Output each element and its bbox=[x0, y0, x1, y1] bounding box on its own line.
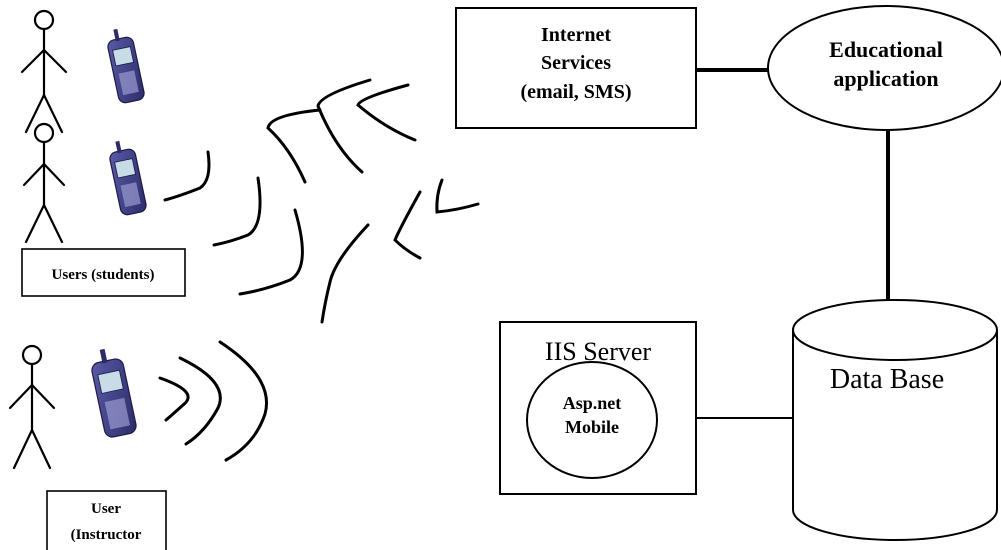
students-label-node: Users (students) bbox=[21, 248, 186, 297]
wave-arc bbox=[163, 150, 211, 202]
student-figure-1 bbox=[20, 9, 68, 134]
wireless-signal-waves-lower bbox=[158, 340, 268, 462]
wave-arc bbox=[435, 178, 480, 214]
instructor-label-node: User (Instructor bbox=[46, 490, 167, 550]
iis-server-node: IIS Server Asp.net Mobile bbox=[499, 321, 697, 495]
wave-arc bbox=[316, 78, 372, 174]
mobile-phone-icon-1 bbox=[107, 28, 145, 104]
wave-arc bbox=[356, 83, 417, 142]
instructor-figure bbox=[8, 344, 56, 470]
internet-services-line2: Services bbox=[541, 52, 611, 74]
instructor-label-line2: (Instructor bbox=[71, 527, 142, 543]
educational-application-node: Educational application bbox=[767, 5, 1001, 131]
students-label-box bbox=[21, 248, 186, 297]
wave-arc bbox=[393, 190, 422, 260]
instructor-label-box bbox=[46, 490, 167, 550]
asp-net-mobile-line2: Mobile bbox=[565, 417, 619, 437]
students-label: Users (students) bbox=[52, 267, 155, 283]
internet-services-node: Internet Services (email, SMS) bbox=[455, 7, 697, 129]
mobile-phone-icon-2 bbox=[109, 140, 147, 216]
internet-services-box bbox=[455, 7, 697, 129]
database-cylinder-top bbox=[792, 299, 998, 361]
internet-services-line1: Internet bbox=[541, 24, 611, 46]
student-figure-2 bbox=[22, 122, 66, 244]
educational-application-ellipse bbox=[767, 5, 1001, 131]
wireless-signal-waves-upper bbox=[163, 78, 480, 324]
internet-services-line3: (email, SMS) bbox=[520, 81, 631, 103]
iis-server-title: IIS Server bbox=[545, 337, 651, 366]
educational-application-line2: application bbox=[833, 66, 938, 91]
database-node: Data Base bbox=[792, 299, 998, 541]
wave-arc bbox=[212, 176, 262, 247]
wave-arc bbox=[178, 356, 222, 446]
wave-arc bbox=[266, 108, 322, 184]
wave-arc bbox=[238, 208, 304, 296]
instructor-label-line1: User bbox=[91, 501, 121, 517]
database-cylinder-body bbox=[792, 330, 998, 541]
mobile-phone-icon-3 bbox=[91, 348, 137, 438]
asp-net-mobile-ellipse bbox=[526, 361, 658, 479]
wave-arc bbox=[158, 376, 190, 422]
wave-arc bbox=[218, 340, 268, 462]
database-label: Data Base bbox=[830, 364, 944, 395]
asp-net-mobile-line1: Asp.net bbox=[563, 393, 622, 413]
educational-application-line1: Educational bbox=[829, 37, 943, 62]
wave-arc bbox=[320, 223, 370, 324]
